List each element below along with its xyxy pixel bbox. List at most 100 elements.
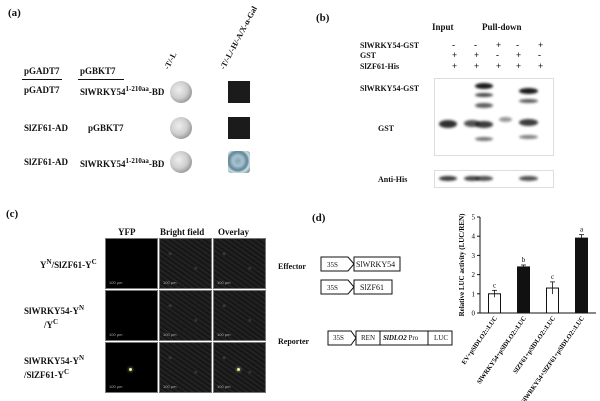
band-pd1-wrky-low — [475, 103, 493, 108]
blot-label-gst: GST — [378, 124, 395, 133]
bifc-row2-label-b: /YC — [44, 318, 59, 330]
sign-r3-c2: + — [474, 61, 480, 71]
reporter-dlo2: SlDLO2 Pro — [383, 334, 419, 342]
y-tick-label-3: 3 — [472, 252, 476, 260]
sign-r3-c5: + — [538, 61, 544, 71]
bar-3 — [575, 237, 588, 314]
category-label-1: SlWRKY54+pSlDLO2::LUC — [476, 315, 528, 386]
col-header-overlay: Overlay — [218, 227, 249, 237]
col-header-yfp: YFP — [118, 227, 136, 237]
row3-ad: SlZF61-AD — [24, 157, 69, 167]
row-label-zf-his: SlZF61-His — [360, 62, 400, 71]
sig-letter-3: a — [580, 226, 584, 234]
reporter-ren: REN — [361, 334, 375, 342]
sign-r1-c3: + — [496, 40, 502, 50]
reporter-construct — [327, 330, 453, 346]
col-header-bright: Bright field — [160, 227, 205, 237]
bar-1 — [517, 266, 530, 314]
effector2-gene-box — [353, 279, 393, 295]
effector-label: Effector — [278, 262, 306, 271]
panel-b-label: (b) — [316, 12, 330, 24]
panel-d-label: (d) — [312, 212, 326, 224]
band-his-input2 — [464, 176, 480, 181]
row2-ad: SlZF61-AD — [24, 123, 69, 133]
reporter-label: Reporter — [278, 337, 310, 346]
sign-r2-c5: - — [538, 50, 541, 60]
sig-letter-0: c — [493, 281, 496, 289]
y-tick-label-1: 1 — [472, 290, 476, 298]
blot-label-wrky-gst: SlWRKY54-GST — [360, 84, 420, 93]
sign-r3-c3: + — [496, 61, 502, 71]
header-ad: pGADT7 — [24, 66, 60, 76]
band-his-pd3 — [519, 176, 538, 181]
row-label-gst: GST — [360, 51, 377, 60]
band-input2-gst — [464, 120, 480, 127]
effector1-gene: SlWRKY54 — [356, 260, 396, 269]
yfp-signal-dot — [129, 368, 132, 371]
row2-bd: pGBKT7 — [88, 123, 124, 133]
reporter-luc-box — [427, 330, 453, 346]
img-r1-bright: 100 μm — [159, 238, 212, 289]
band-pd1-wrky-top — [475, 83, 493, 89]
colony-r2-c1 — [170, 117, 192, 139]
band-his-pd1 — [475, 176, 493, 181]
row1-bd: SlWRKY541-210aa-BD — [80, 85, 165, 97]
effector2-promoter: 35S — [327, 284, 338, 292]
band-pd3-wrky-top — [519, 88, 538, 94]
input-header: Input — [432, 22, 454, 32]
panel-c-label: (c) — [6, 208, 19, 220]
img-r1-overlay: 100 μm — [213, 238, 266, 289]
img-r3-bright: 100 μm — [159, 342, 212, 393]
bifc-row3-label-b: /SlZF61-YC — [24, 368, 70, 380]
band-pd2-gst — [499, 117, 512, 122]
reporter-promoter-arrow — [327, 330, 357, 346]
band-input1-gst — [439, 120, 457, 128]
effector2-gene: SlZF61 — [360, 283, 385, 292]
sign-r2-c1: + — [452, 50, 458, 60]
y-axis-label: Relative LUC activity (LUC/REN) — [458, 213, 466, 317]
row-label-wrky-gst: SlWRKY54-GST — [360, 41, 420, 50]
y-tick-label-4: 4 — [472, 233, 476, 241]
sig-letter-2: c — [551, 273, 554, 281]
header-bd-underline — [78, 79, 124, 80]
band-pd1-deg — [475, 137, 493, 141]
row3-bd: SlWRKY541-210aa-BD — [80, 157, 165, 169]
y-tick-label-5: 5 — [472, 214, 476, 222]
bifc-row3-label-a: SlWRKY54-YN — [24, 354, 85, 366]
colony-r3-c1 — [170, 151, 192, 173]
colony-r1-c1 — [170, 81, 192, 103]
reporter-luc: LUC — [434, 334, 448, 342]
header-bd: pGBKT7 — [80, 66, 116, 76]
overlay-signal-dot — [237, 368, 240, 371]
img-r2-overlay: 100 μm — [213, 290, 266, 341]
sign-r1-c2: - — [474, 40, 477, 50]
header-ad-underline — [22, 79, 62, 80]
band-pd3-wrky-mid — [519, 99, 538, 103]
category-label-3: SlWRKY54+SlZF61+pSlDLO2::LUC — [520, 315, 586, 401]
img-r1-yfp: 100 μm — [105, 238, 158, 289]
y-tick-label-2: 2 — [472, 271, 476, 279]
sign-r3-c1: + — [452, 61, 458, 71]
col-header-tl: -T/-L — [162, 50, 179, 71]
band-pd3-gst — [519, 119, 538, 126]
blot-gst-membrane — [434, 78, 554, 156]
blot-his-membrane — [434, 170, 554, 188]
effector1-promoter: 35S — [327, 261, 338, 269]
band-his-input1 — [439, 176, 457, 181]
colony-r1-c2 — [228, 81, 250, 103]
sign-r2-c3: - — [496, 50, 499, 60]
band-pd1-wrky-mid — [475, 93, 493, 97]
effector1-gene-box — [353, 256, 401, 272]
img-r3-yfp: 100 μm — [105, 342, 158, 393]
sign-r2-c4: + — [516, 50, 522, 60]
sign-r1-c4: - — [516, 40, 519, 50]
sign-r2-c2: + — [474, 50, 480, 60]
effector-constructs — [320, 256, 401, 295]
pulldown-header: Pull-down — [482, 22, 522, 32]
colony-r3-c2 — [228, 151, 250, 173]
effector2-promoter-arrow — [320, 279, 355, 295]
img-r2-yfp: 100 μm — [105, 290, 158, 341]
img-r2-bright: 100 μm — [159, 290, 212, 341]
blot-label-anti-his: Anti-His — [378, 175, 408, 184]
